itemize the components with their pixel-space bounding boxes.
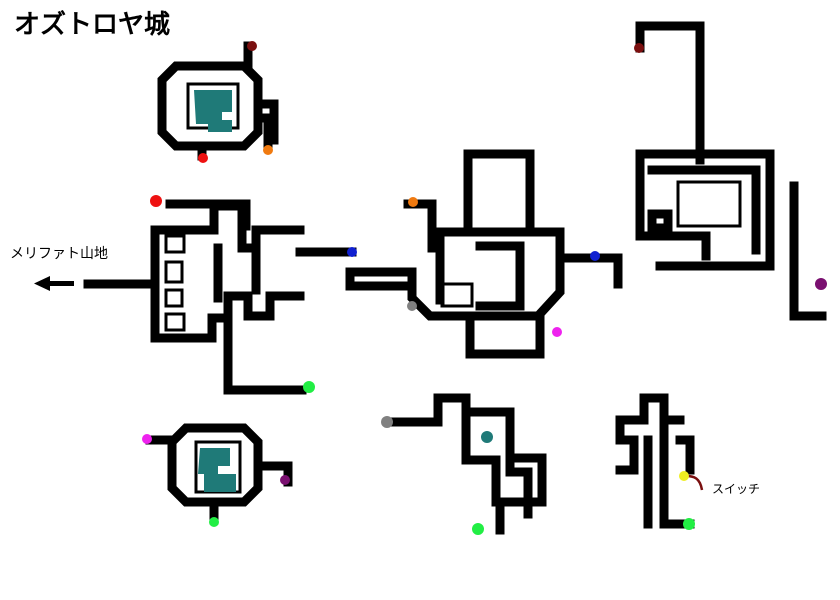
marker-green[interactable]	[683, 518, 695, 530]
marker-orange[interactable]	[263, 145, 273, 155]
water-well	[481, 431, 493, 443]
room-central-complex	[345, 149, 623, 359]
marker-red[interactable]	[150, 195, 162, 207]
marker-orange[interactable]	[408, 197, 418, 207]
marker-purple[interactable]	[815, 278, 827, 290]
marker-dark-red[interactable]	[247, 41, 257, 51]
room-tower-northeast	[635, 21, 827, 321]
switch-label: スイッチ	[712, 482, 761, 496]
marker-blue[interactable]	[590, 251, 600, 261]
marker-gray[interactable]	[381, 416, 393, 428]
room-cross-southeast	[615, 393, 695, 529]
map-title: オズトロヤ城	[14, 10, 171, 40]
marker-dark-red[interactable]	[634, 43, 644, 53]
room-west-complex	[83, 199, 357, 395]
marker-yellow[interactable]	[679, 471, 689, 481]
marker-green[interactable]	[303, 381, 315, 393]
marker-green[interactable]	[209, 517, 219, 527]
room-chamber-south	[383, 393, 547, 535]
marker-magenta[interactable]	[142, 434, 152, 444]
marker-purple[interactable]	[280, 475, 290, 485]
warp-markers	[142, 41, 827, 535]
marker-blue[interactable]	[347, 247, 357, 257]
exit-label: メリファト山地	[10, 246, 108, 262]
marker-magenta[interactable]	[552, 327, 562, 337]
marker-gray[interactable]	[407, 301, 417, 311]
marker-green[interactable]	[472, 523, 484, 535]
water-pool-north	[194, 90, 232, 132]
water-pool-south	[198, 448, 236, 492]
water-areas	[194, 90, 493, 492]
exit-arrow-icon	[34, 276, 74, 291]
marker-red[interactable]	[198, 153, 208, 163]
